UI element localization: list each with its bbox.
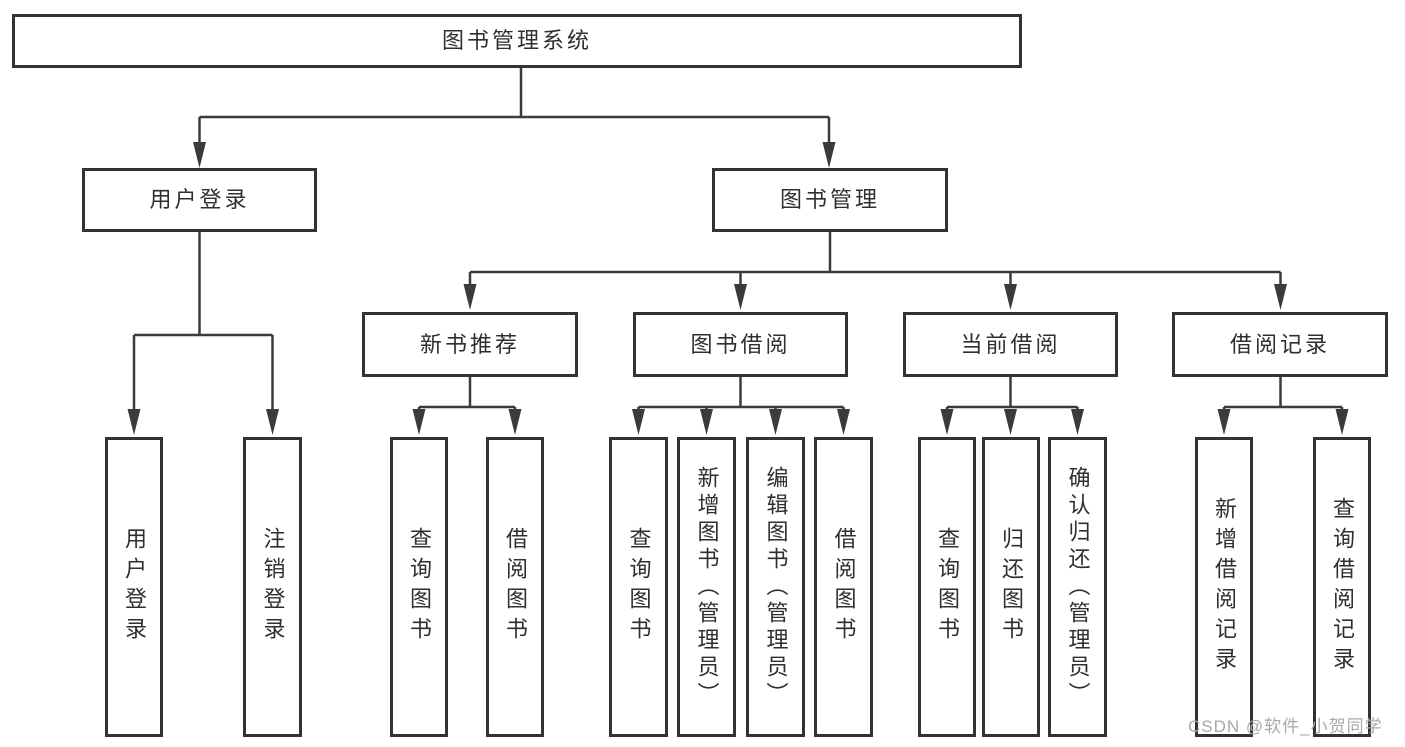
leaf-query-books-recommend: 查询图书 (390, 437, 448, 737)
leaf-borrow-books-recommend: 借阅图书 (486, 437, 544, 737)
leaf-user-login-label: 用户登录 (122, 527, 147, 647)
connector-book-borrowing-to-leaves (637, 377, 845, 412)
node-book-borrowing-label: 图书借阅 (690, 331, 791, 357)
node-user-login: 用户登录 (82, 168, 317, 232)
leaf-user-login: 用户登录 (105, 437, 163, 737)
arrowhead (700, 409, 713, 435)
arrowhead (508, 409, 522, 435)
leaf-add-book-admin: 新增图书（管理员） (677, 437, 736, 737)
node-new-book-recommend: 新书推荐 (362, 312, 578, 377)
connector-book-management-to-level3 (468, 232, 1282, 288)
leaf-borrow-books-label: 借阅图书 (831, 527, 857, 647)
node-book-borrowing: 图书借阅 (633, 312, 848, 377)
connector-borrowing-records-to-leaves (1222, 377, 1344, 412)
arrowhead (940, 409, 954, 435)
leaf-edit-book-admin: 编辑图书（管理员） (746, 437, 805, 737)
leaf-logout: 注销登录 (243, 437, 302, 737)
arrowhead (193, 142, 206, 168)
arrowhead (412, 409, 426, 435)
node-book-management-label: 图书管理 (779, 187, 880, 212)
node-current-borrowing-label: 当前借阅 (960, 331, 1061, 357)
node-root: 图书管理系统 (12, 14, 1022, 68)
node-borrowing-records: 借阅记录 (1172, 312, 1388, 377)
arrowhead (632, 409, 645, 435)
arrowhead (837, 409, 850, 435)
leaf-edit-book-admin-label: 编辑图书（管理员） (763, 465, 789, 709)
node-book-management: 图书管理 (712, 168, 948, 232)
arrowhead (1217, 409, 1231, 435)
arrowhead (1335, 409, 1349, 435)
leaf-query-books-borrowing: 查询图书 (609, 437, 668, 737)
arrowhead (734, 284, 747, 310)
leaf-add-book-admin-label: 新增图书（管理员） (694, 465, 720, 709)
leaf-query-books-borrowing-label: 查询图书 (626, 527, 652, 647)
leaf-return-books: 归还图书 (982, 437, 1040, 737)
arrowhead (266, 409, 279, 435)
arrowhead (1274, 284, 1287, 310)
leaf-query-books-current-label: 查询图书 (935, 527, 960, 647)
arrowhead (127, 409, 141, 435)
node-user-login-label: 用户登录 (149, 187, 250, 212)
arrowhead (1071, 409, 1084, 435)
leaf-confirm-return-admin: 确认归还（管理员） (1048, 437, 1107, 737)
leaf-confirm-return-admin-label: 确认归还（管理员） (1065, 465, 1091, 709)
leaf-query-borrow-record-label: 查询借阅记录 (1330, 497, 1355, 677)
watermark: CSDN @软件_小贺同学 (1188, 717, 1383, 736)
leaf-query-books-recommend-label: 查询图书 (407, 527, 432, 647)
arrowhead (1004, 284, 1017, 310)
arrowhead (822, 142, 836, 168)
connector-root-to-level2 (198, 68, 831, 145)
node-root-label: 图书管理系统 (441, 28, 592, 53)
leaf-query-borrow-record: 查询借阅记录 (1313, 437, 1371, 737)
leaf-add-borrow-record-label: 新增借阅记录 (1212, 497, 1237, 677)
connector-current-borrowing-to-leaves (945, 377, 1079, 412)
leaf-borrow-books: 借阅图书 (814, 437, 873, 737)
arrowhead (769, 409, 782, 435)
arrowhead (463, 284, 477, 310)
leaf-query-books-current: 查询图书 (918, 437, 976, 737)
connector-user-login-to-leaves (132, 232, 274, 411)
connector-new-book-to-leaves (417, 377, 517, 412)
node-borrowing-records-label: 借阅记录 (1229, 331, 1330, 357)
leaf-return-books-label: 归还图书 (999, 527, 1024, 647)
arrowhead (1004, 409, 1017, 435)
node-new-book-recommend-label: 新书推荐 (419, 331, 520, 357)
leaf-add-borrow-record: 新增借阅记录 (1195, 437, 1253, 737)
leaf-logout-label: 注销登录 (260, 527, 286, 647)
node-current-borrowing: 当前借阅 (903, 312, 1118, 377)
leaf-borrow-books-recommend-label: 借阅图书 (503, 527, 528, 647)
